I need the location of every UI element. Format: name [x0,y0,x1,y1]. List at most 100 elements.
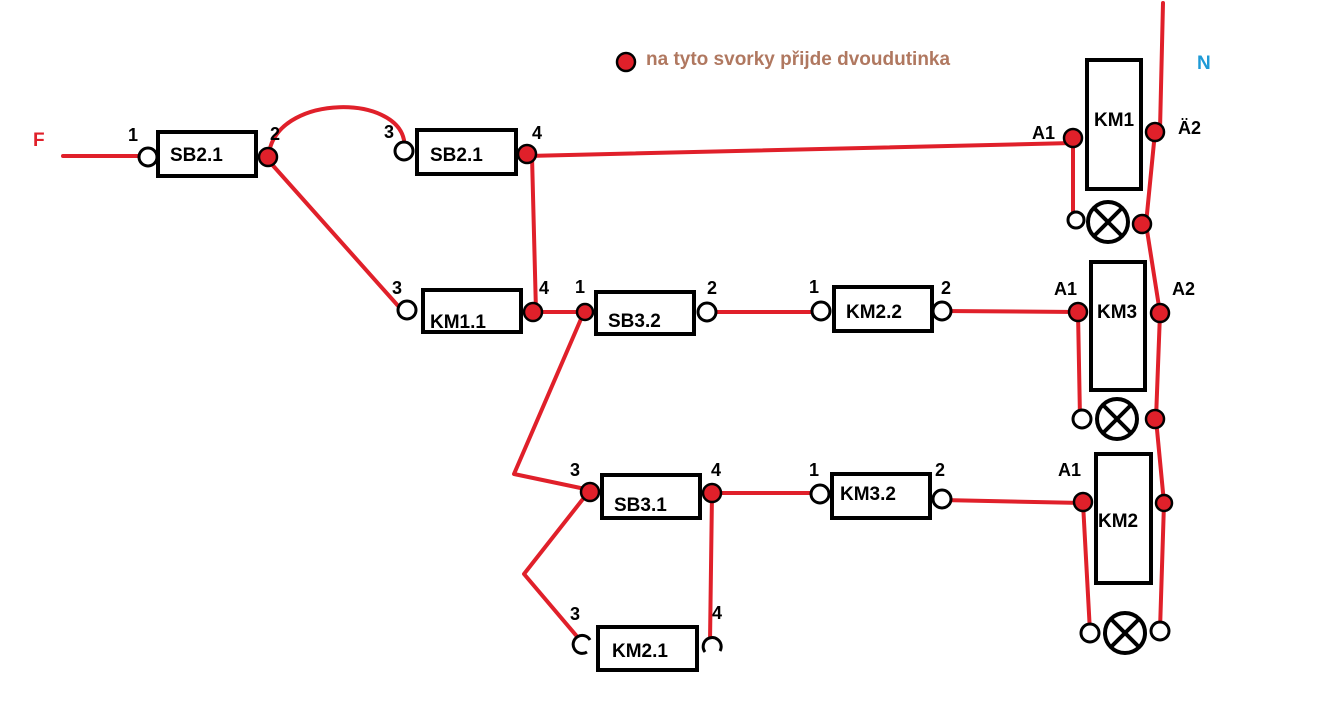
terminal-number: 1 [809,460,819,480]
terminal-number: 1 [575,277,585,297]
contact-km11: KM1.1 3 4 [392,278,549,334]
contact-box [596,625,699,672]
contact-label: SB2.1 [170,145,223,166]
terminal-dual [1067,301,1089,323]
wire-sb31-4-down [708,491,714,644]
contact-km21: KM2.1 3 4 [570,603,723,672]
terminal-dual [701,482,723,504]
terminal-number: 3 [570,460,580,480]
wire-4-vertical [530,154,538,314]
terminal-dual [516,143,538,165]
contact-label: KM1.1 [430,312,486,333]
terminal-open [809,483,831,505]
terminal-number: 4 [712,603,722,623]
phase-label: F [33,130,45,151]
coil-terminal-a2: A2 [1172,279,1195,299]
terminal-open [137,146,159,168]
contact-sb31: SB3.1 3 4 [570,460,723,520]
terminal-open [696,301,718,323]
terminal-number: 2 [707,278,717,298]
coil-terminal-a1: A1 [1032,123,1055,143]
terminal-open [1071,408,1093,430]
wire-km3-lamp [1076,310,1082,420]
legend-text: na tyto svorky přijde dvoudutinka [646,49,950,70]
coil-terminal-a1: A1 [1058,460,1081,480]
terminal-dual [1149,302,1171,324]
wire-km22-to-km3 [940,309,1080,314]
terminal-open [393,140,415,162]
terminal-dual [1154,493,1174,513]
wire-sb31-to-km21 [522,488,592,642]
coil-km2: KM2 A1 [1058,452,1174,585]
contact-box [415,128,518,176]
contact-box [830,472,932,520]
coil-label: KM1 [1094,110,1135,131]
terminal-number: 2 [935,460,945,480]
terminal-number: 2 [941,278,951,298]
coil-km1: KM1 A1 Ä2 [1032,58,1201,191]
coil-label: KM3 [1097,302,1137,323]
wire-neutral [1158,1,1165,132]
terminal-open [1066,210,1086,230]
terminal-number: 3 [570,604,580,624]
wire-km32-to-km2 [940,498,1085,505]
neutral-label: N [1197,53,1211,74]
terminal-dual [579,481,601,503]
coil-box [1094,452,1153,585]
wire-sb21-bridge [268,105,406,150]
lamp-km1 [1066,200,1153,244]
contact-label: SB2.1 [430,145,483,166]
terminal-open [931,488,953,510]
contact-sb32: SB3.2 1 2 [575,277,718,336]
terminal-dual [575,302,595,322]
coil-km3: KM3 A1 A2 [1054,260,1195,392]
terminal-open [701,636,723,653]
contact-label: KM2.2 [846,302,902,323]
coil-terminal-a2: Ä2 [1178,118,1201,138]
contact-sb21-b: SB2.1 3 4 [384,122,542,176]
terminal-number: 3 [384,122,394,142]
contact-sb21-a: SB2.1 1 2 [128,124,280,178]
dual-terminal-legend-icon [615,51,637,73]
coil-box [1085,58,1143,191]
terminal-dual [1144,408,1166,430]
terminal-number: 4 [532,123,542,143]
terminal-open [1079,622,1101,644]
terminal-open [1149,620,1171,642]
terminal-open [810,300,832,322]
terminal-dual [1062,127,1084,149]
contact-label: SB3.2 [608,311,661,332]
contact-km22: KM2.2 1 2 [809,277,953,333]
terminal-dual [522,301,544,323]
terminal-open [571,633,592,655]
wire-sb21-to-km11 [266,158,402,310]
terminal-number: 4 [711,460,721,480]
contact-box [600,473,702,520]
wire-sb21-4-to-km1-a1 [525,141,1075,158]
lamp-km3 [1071,397,1166,441]
terminal-number: 3 [392,278,402,298]
terminal-dual [257,146,279,168]
coil-terminal-a1: A1 [1054,279,1077,299]
lamp-km2 [1079,611,1171,655]
contact-label: SB3.1 [614,495,667,516]
terminal-number: 1 [809,277,819,297]
terminal-dual [1144,121,1166,143]
coil-label: KM2 [1098,511,1138,532]
terminal-dual [1131,213,1153,235]
legend: na tyto svorky přijde dvoudutinka [615,49,950,73]
terminal-open [931,300,953,322]
contact-km32: KM3.2 1 2 [809,460,953,520]
contact-box [421,288,523,334]
contact-label: KM2.1 [612,641,668,662]
terminal-number: 1 [128,125,138,145]
contact-box [594,290,696,336]
terminal-number: 2 [270,124,280,144]
terminal-number: 4 [539,278,549,298]
contact-label: KM3.2 [840,484,896,505]
coil-box [1089,260,1147,392]
terminal-dual [1072,491,1094,513]
wire-sb32-to-sb31 [512,310,592,492]
terminal-open [396,299,418,321]
